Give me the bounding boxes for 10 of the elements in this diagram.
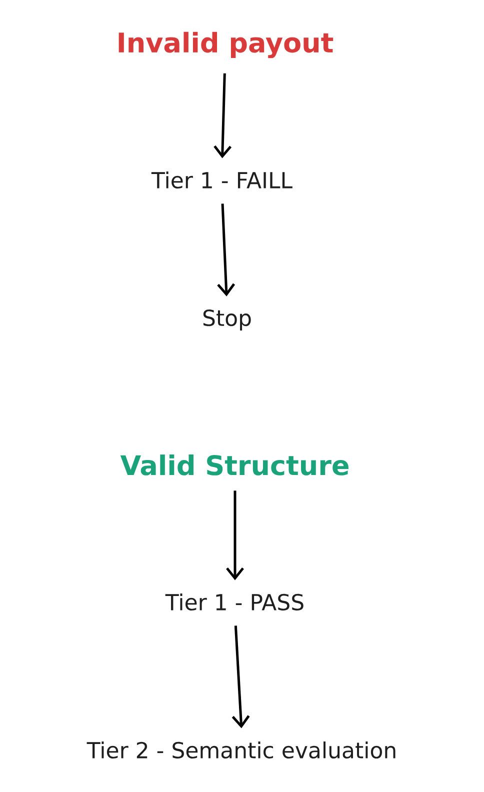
- heading-text: Invalid payout: [118, 32, 334, 58]
- arrow: [226, 490, 244, 580]
- heading-text: Valid Structure: [120, 454, 348, 476]
- arrow: [217, 204, 236, 296]
- arrow: [232, 626, 250, 728]
- step-text: Tier 1 - PASS: [165, 593, 304, 610]
- step-text: Tier 2 - Semantic evaluation: [86, 741, 396, 758]
- step-text: Tier 1 - FAILL: [151, 171, 292, 189]
- step-text: Stop: [203, 310, 251, 330]
- arrow: [214, 73, 232, 158]
